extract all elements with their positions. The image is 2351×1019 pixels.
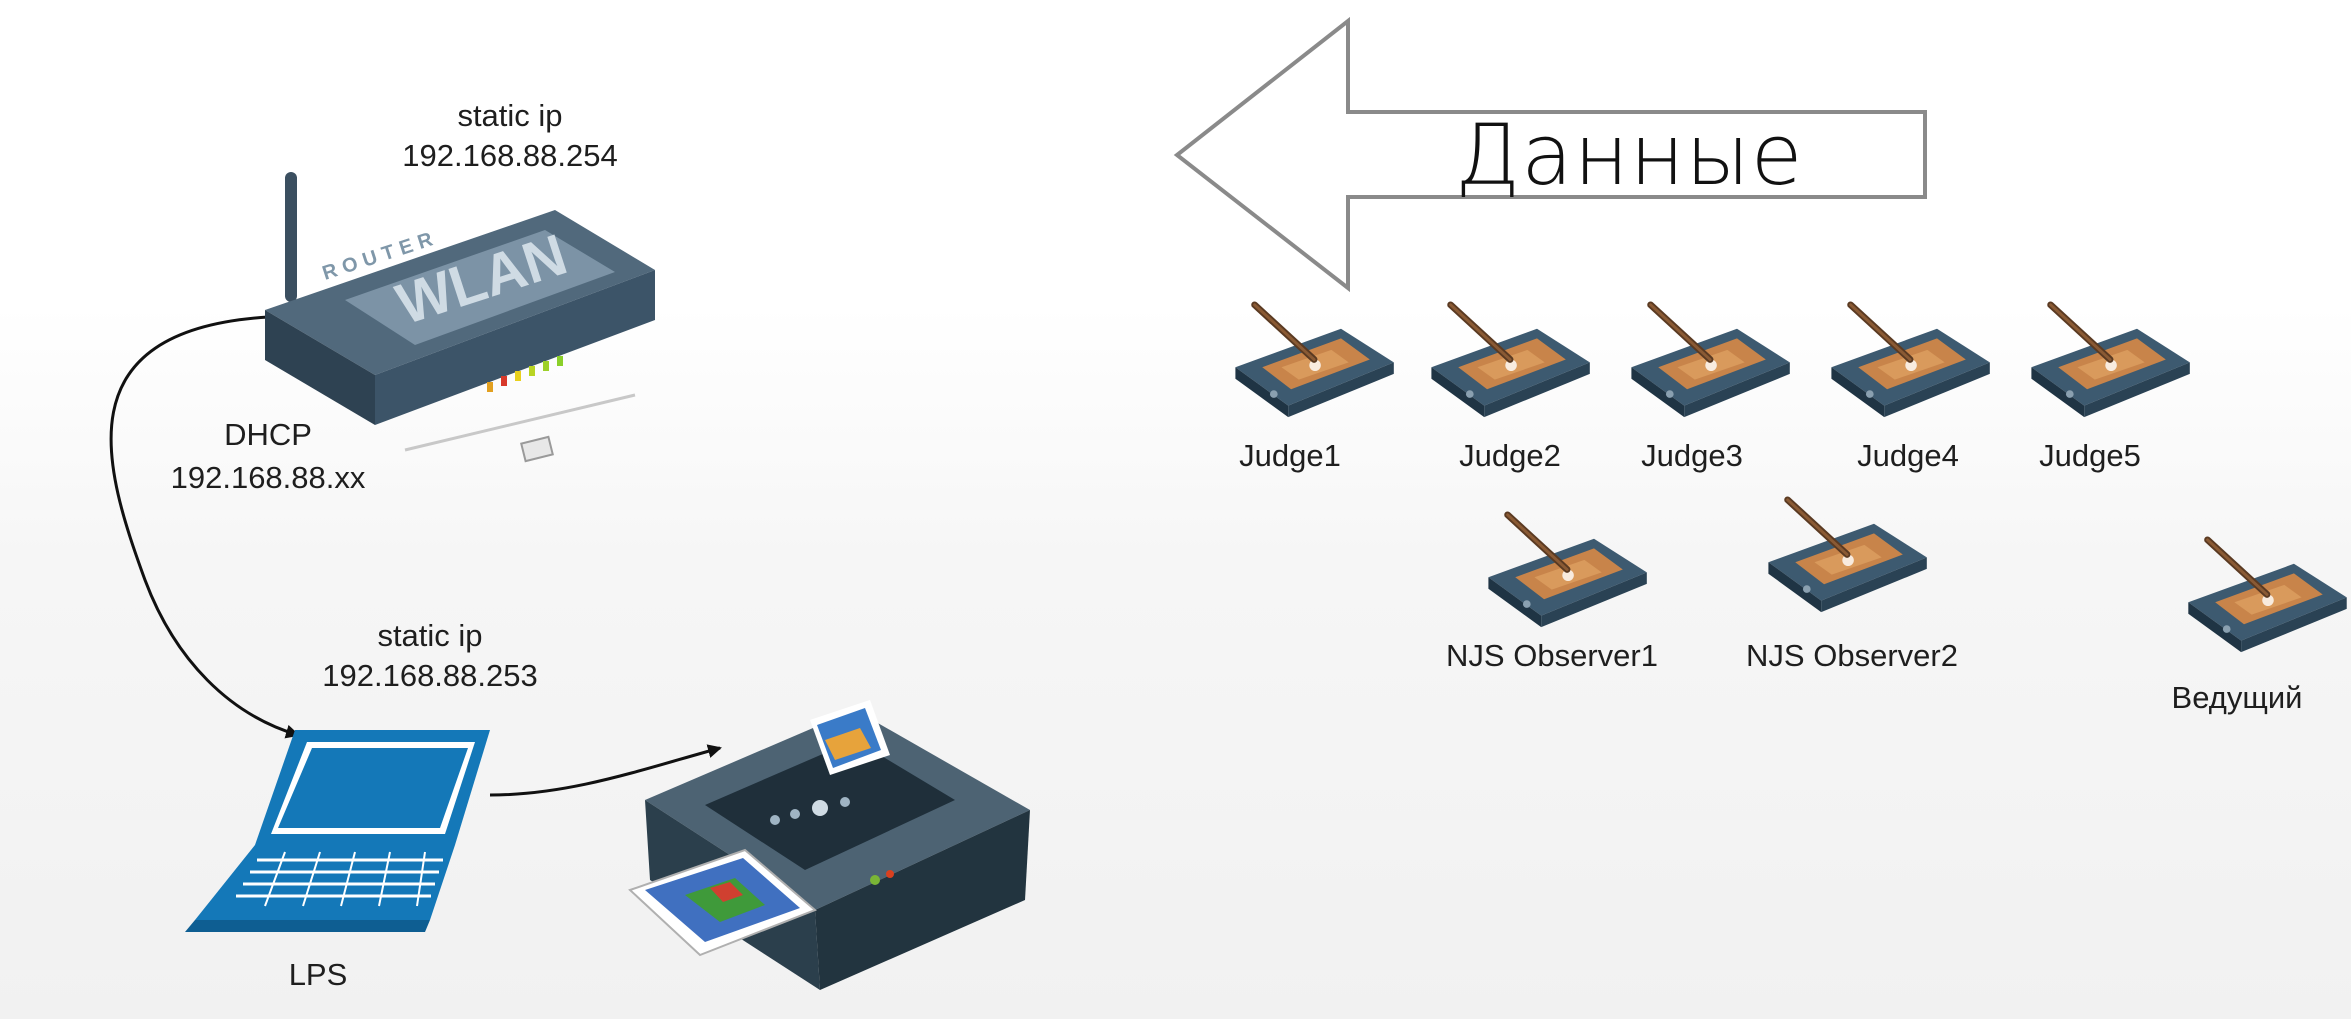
lps-ip-mode: static ip — [377, 618, 483, 653]
router-ip-mode: static ip — [457, 98, 563, 133]
printer-icon — [628, 700, 1030, 990]
tablet-icon-observer2 — [1765, 495, 1935, 615]
router-to-lps-link — [109, 315, 300, 739]
judge1-label: Judge1 — [1239, 438, 1341, 473]
router-leds — [487, 356, 563, 392]
data-arrow-label: Данные — [1455, 106, 1804, 204]
judge3-label: Judge3 — [1641, 438, 1743, 473]
tablet-icon-observer1 — [1485, 510, 1655, 630]
observer2-label: NJS Observer2 — [1746, 638, 1958, 673]
router-icon: WLAN ROUTER — [265, 172, 655, 463]
lps-ip: 192.168.88.253 — [322, 658, 538, 693]
dhcp-label: DHCP — [224, 417, 312, 452]
tablet-icon-judge5 — [2028, 300, 2198, 420]
tablet-icon-judge3 — [1628, 300, 1798, 420]
tablet-icon-host — [2185, 535, 2351, 655]
laptop-icon — [185, 730, 490, 932]
judge5-label: Judge5 — [2039, 438, 2141, 473]
lps-to-printer-link — [489, 744, 722, 797]
observer1-label: NJS Observer1 — [1446, 638, 1658, 673]
judge2-label: Judge2 — [1459, 438, 1561, 473]
tablet-icon-judge2 — [1428, 300, 1598, 420]
lps-label: LPS — [288, 957, 348, 992]
host-label: Ведущий — [2171, 680, 2303, 715]
tablet-icon-judge1 — [1232, 300, 1402, 420]
dhcp-range: 192.168.88.xx — [170, 460, 366, 495]
router-ip: 192.168.88.254 — [402, 138, 618, 173]
tablet-icon-judge4 — [1828, 300, 1998, 420]
judge4-label: Judge4 — [1857, 438, 1959, 473]
